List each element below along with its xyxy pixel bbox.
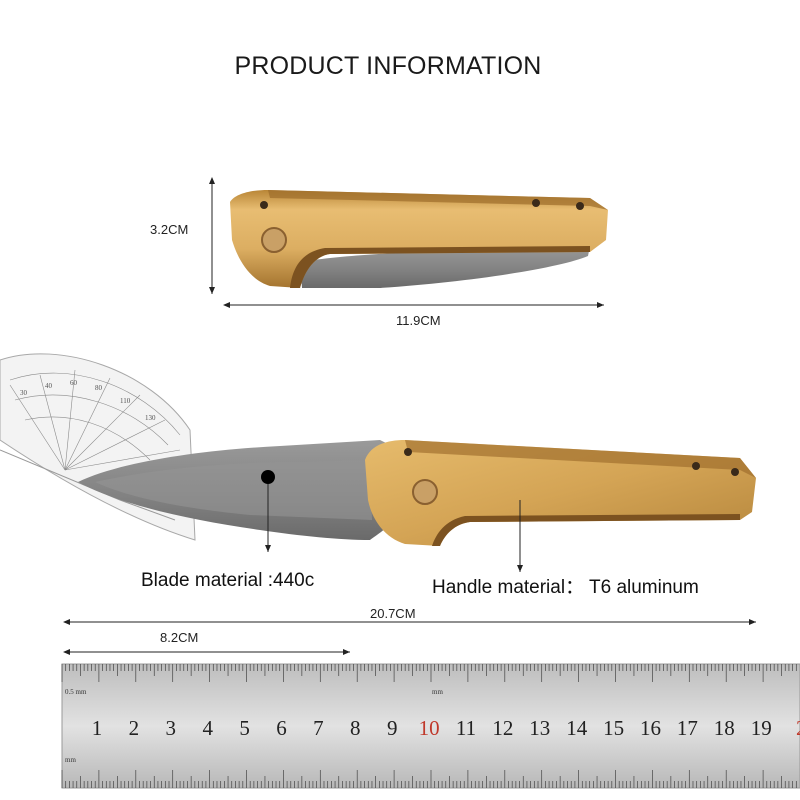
- ruler-number: 15: [603, 716, 625, 740]
- ruler-number: 5: [239, 716, 250, 740]
- ruler-number: 8: [350, 716, 361, 740]
- ruler-number: 13: [529, 716, 551, 740]
- svg-text:110: 110: [120, 397, 131, 405]
- ruler-number: 17: [676, 716, 698, 740]
- svg-text:80: 80: [95, 384, 103, 392]
- ruler-number: 19: [750, 716, 772, 740]
- ruler-number: 4: [202, 716, 213, 740]
- ruler-number: 3: [165, 716, 177, 740]
- blade-material-label: Blade material :440c: [141, 570, 315, 591]
- ruler-image: [61, 663, 800, 789]
- ruler-unit-left: 0.5 mm: [65, 688, 87, 696]
- ruler-number: 12: [492, 716, 514, 740]
- ruler-number: 1: [91, 716, 103, 740]
- open-knife-image: [78, 440, 756, 546]
- ruler-number: 7: [313, 716, 324, 740]
- ruler-unit-mid: mm: [432, 688, 443, 696]
- closed-length-label: 11.9CM: [396, 313, 441, 328]
- svg-text:30: 30: [20, 389, 28, 397]
- svg-text:40: 40: [45, 382, 53, 390]
- handle-material-label: Handle material： T6 aluminum: [432, 577, 699, 598]
- ruler-number: 9: [386, 716, 398, 740]
- open-length-label: 20.7CM: [370, 606, 416, 621]
- closed-height-label: 3.2CM: [150, 222, 189, 237]
- closed-knife-image: [230, 190, 608, 288]
- ruler-number: 10: [418, 716, 440, 740]
- svg-text:130: 130: [145, 414, 156, 422]
- ruler-number: 18: [713, 716, 735, 740]
- ruler-number: 6: [276, 716, 287, 740]
- ruler-number: 2: [796, 716, 800, 741]
- ruler-number: 14: [566, 716, 588, 740]
- page-title: PRODUCT INFORMATION: [234, 52, 542, 80]
- blade-length-label: 8.2CM: [160, 630, 199, 645]
- ruler-unit-bottom: mm: [65, 756, 76, 764]
- svg-text:60: 60: [70, 379, 78, 387]
- ruler-number: 2: [128, 716, 140, 740]
- ruler-number: 11: [455, 716, 477, 740]
- ruler-number: 16: [640, 716, 661, 740]
